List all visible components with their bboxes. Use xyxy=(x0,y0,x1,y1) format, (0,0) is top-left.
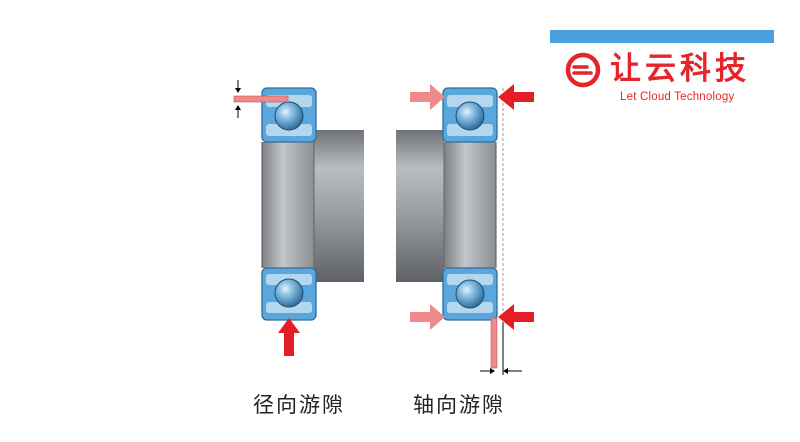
ball-top-right xyxy=(455,101,485,131)
axial-pink-arrow-top-icon xyxy=(410,84,445,110)
axial-bearing xyxy=(396,84,534,375)
bearing-ring-bottom-left xyxy=(261,267,317,321)
bearing-ring-bottom-right xyxy=(442,267,498,321)
caption-axial-clearance: 轴向游隙 xyxy=(413,393,505,417)
logo-name-en: Let Cloud Technology xyxy=(620,91,735,103)
bearing-ring-top-right xyxy=(442,87,498,143)
radial-force-arrow-icon xyxy=(278,318,300,356)
axial-red-arrow-top-icon xyxy=(498,84,534,110)
inner-ring-bore-right xyxy=(444,142,496,268)
radial-bearing xyxy=(233,80,364,356)
radial-clearance-marker xyxy=(233,80,289,118)
ball-bottom-left xyxy=(274,278,304,308)
axial-clearance-marker xyxy=(480,317,522,375)
shaft-left xyxy=(314,130,364,282)
inner-ring-bore-left xyxy=(262,142,314,268)
ball-top-left xyxy=(274,101,304,131)
bearing-ring-top-left xyxy=(261,87,317,143)
caption-radial-clearance: 径向游隙 xyxy=(253,393,345,417)
axial-pink-arrow-bottom-icon xyxy=(410,304,445,330)
logo-name-cn: 让云科技 xyxy=(610,51,750,87)
let-cloud-logo-icon xyxy=(565,52,601,88)
ball-bottom-right xyxy=(455,279,485,309)
shaft-right xyxy=(396,130,444,282)
axial-red-arrow-bottom-icon xyxy=(498,304,534,330)
logo-bar xyxy=(550,30,774,43)
